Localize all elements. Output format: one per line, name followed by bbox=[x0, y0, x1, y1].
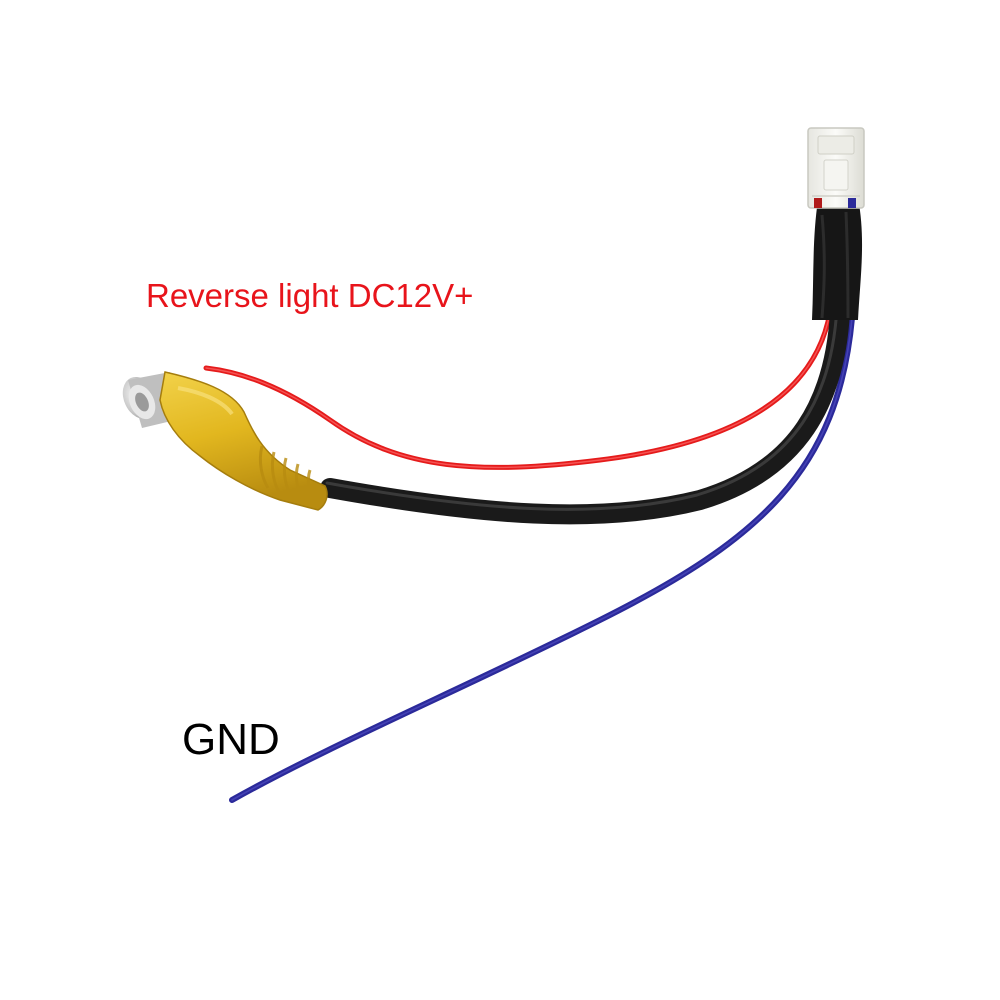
blue-wire bbox=[229, 315, 855, 803]
rca-plug bbox=[122, 371, 328, 511]
fabric-sleeve bbox=[812, 198, 863, 320]
reverse-light-label: Reverse light DC12V+ bbox=[146, 277, 474, 314]
white-connector bbox=[807, 127, 865, 209]
black-cable bbox=[320, 302, 850, 525]
red-wire bbox=[203, 309, 833, 470]
ground-label: GND bbox=[182, 715, 280, 764]
